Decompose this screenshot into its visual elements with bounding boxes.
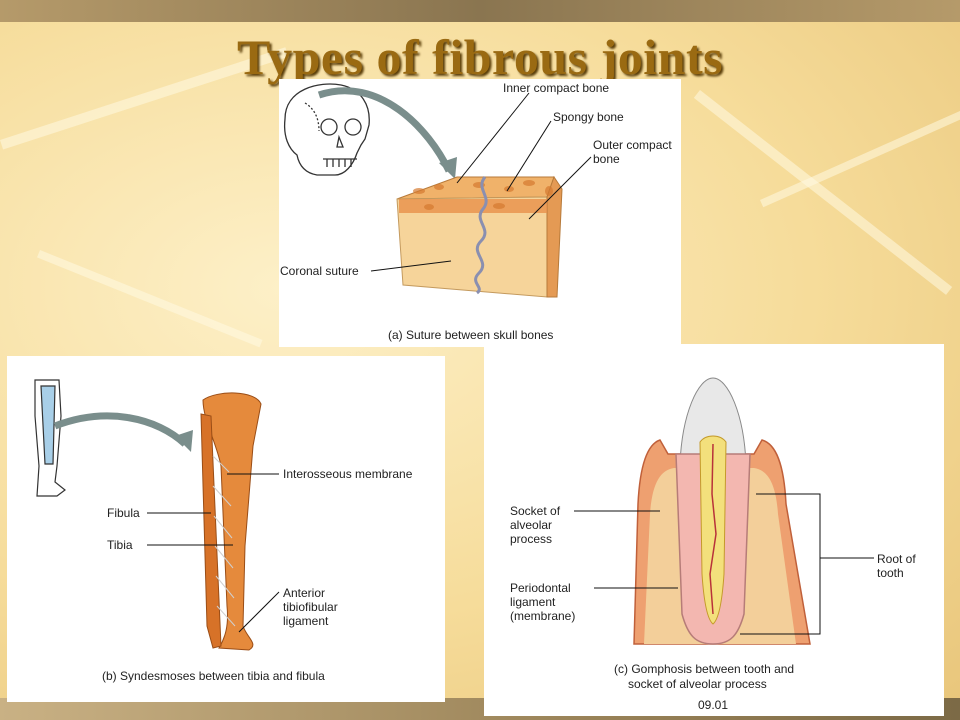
label-root-1: Root of [877,552,916,566]
caption-suture: (a) Suture between skull bones [388,328,554,342]
suture-illustration [283,83,592,298]
bone-block [396,175,563,298]
label-anterior-1: Anterior [283,586,326,600]
label-coronal-suture: Coronal suture [280,264,359,278]
bg-streak [760,94,960,208]
label-tibia: Tibia [107,538,133,552]
label-fibula: Fibula [107,506,140,520]
label-socket-2: alveolar [510,518,553,532]
fibula-bone [200,413,222,649]
top-band [0,0,960,22]
label-periodontal-3: (membrane) [510,609,576,623]
panel-gomphosis: Socket of alveolar process Periodontal l… [484,344,944,716]
figure-number: 09.01 [698,698,729,712]
leg-icon [34,379,66,497]
caption-gomphosis-2: socket of alveolar process [628,677,767,691]
label-interosseous-membrane: Interosseous membrane [283,467,413,481]
bg-streak [693,90,953,295]
tooth-pulp [699,435,727,625]
label-outer-compact-bone-1: Outer compact [593,138,672,152]
label-spongy-bone: Spongy bone [553,110,624,124]
caption-syndesmosis: (b) Syndesmoses between tibia and fibula [102,669,325,683]
tibia-bone [202,392,262,651]
label-periodontal-1: Periodontal [510,581,571,595]
label-socket-3: process [510,532,553,546]
label-socket-1: Socket of [510,504,561,518]
skull-icon [283,83,370,176]
panel-syndesmosis: Interosseous membrane Fibula Tibia Anter… [7,356,445,702]
label-anterior-3: ligament [283,614,329,628]
caption-gomphosis-1: (c) Gomphosis between tooth and [614,662,795,676]
bg-streak [37,250,263,348]
label-outer-compact-bone-2: bone [593,152,620,166]
label-inner-compact-bone: Inner compact bone [503,81,610,95]
pointer-arrowhead [439,157,457,179]
label-anterior-2: tibiofibular [283,600,338,614]
tibia-fibula-illustration [34,379,280,651]
label-root-2: tooth [877,566,904,580]
pointer-arrow [53,412,188,447]
pointer-arrow [317,87,453,173]
slide-title: Types of fibrous joints [236,29,724,85]
label-periodontal-2: ligament [510,595,556,609]
pointer-arrowhead [175,430,193,452]
panel-suture: Inner compact bone Spongy bone Outer com… [279,79,681,347]
tooth-enamel [679,377,747,465]
gomphosis-illustration [574,377,874,645]
